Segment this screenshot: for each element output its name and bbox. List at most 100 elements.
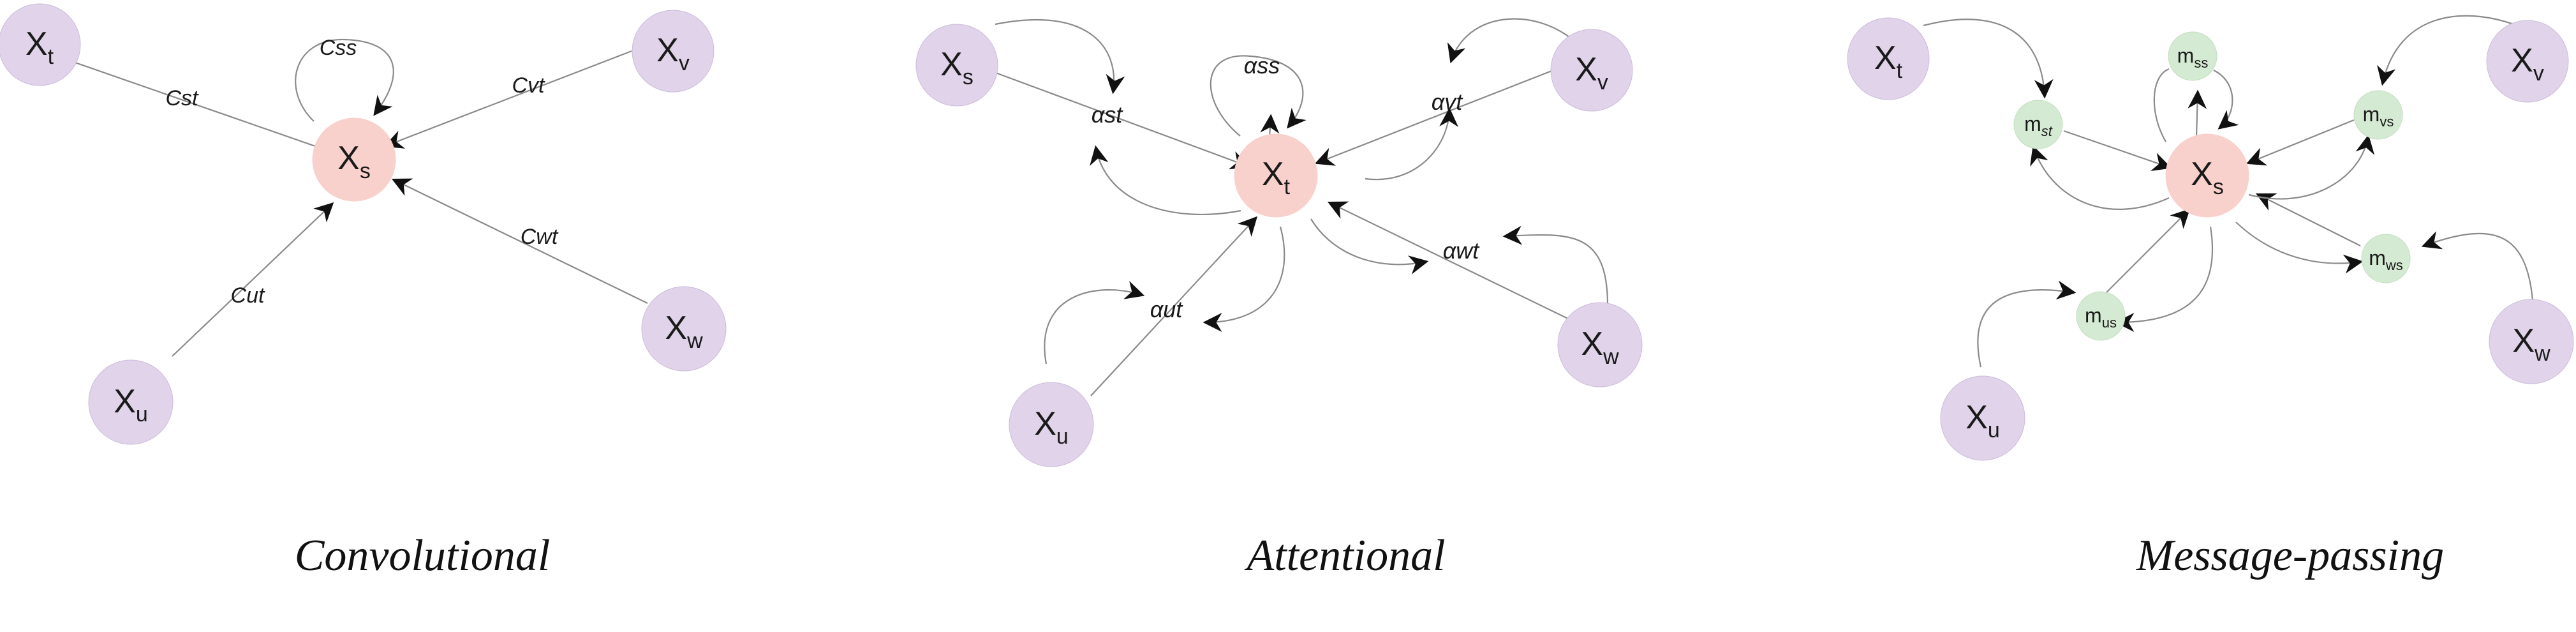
attn-edge-t-to-alpha-ut: [1203, 226, 1285, 332]
node-s-circle: [915, 24, 998, 107]
edge-mvs-to-s: [2246, 119, 2355, 166]
node-v-base: X: [2511, 42, 2533, 79]
node-v: Xv: [2486, 20, 2569, 103]
node-t-circle: [0, 3, 81, 86]
node-u-circle: [1940, 375, 2025, 461]
node-v-sub: v: [1597, 70, 1608, 94]
msg-edge-s-to-mvs: [2248, 134, 2375, 200]
node-u-base: X: [1965, 399, 1988, 436]
node-v: Xv: [632, 10, 714, 93]
message-node-ws: mws: [2361, 234, 2411, 283]
node-u-sub: u: [1988, 418, 2000, 442]
edge-label-s: αst: [1092, 102, 1124, 128]
svg-text:Xu: Xu: [1034, 405, 1069, 449]
msg-edge-v: [2377, 15, 2514, 86]
node-v-circle: [1550, 29, 1633, 112]
attn-edge-t-to-alpha-st: [1090, 145, 1241, 215]
edge-mws-to-s: [2255, 193, 2361, 246]
attn-edge-t-to-alpha-wt: [1310, 218, 1429, 275]
svg-text:mvs: mvs: [2363, 103, 2394, 130]
message-node-st-base: m: [2024, 112, 2041, 135]
edge-t-to-s: [71, 60, 335, 156]
caption-attentional: Attentional: [1244, 531, 1445, 580]
msg-edge-w: [2421, 231, 2534, 301]
message-node-us: mus: [2076, 291, 2126, 341]
node-w: Xw: [641, 286, 727, 372]
message-node-st-circle: [2013, 100, 2063, 149]
msg-edge-t: [1923, 19, 2054, 99]
node-u-base: X: [114, 383, 136, 420]
node-center-circle: [312, 117, 396, 202]
attn-edge-t-to-alpha-vt: [1365, 107, 1459, 181]
message-node-ws-sub: ws: [2385, 257, 2403, 273]
edge-s-to-t: [988, 69, 1250, 170]
svg-text:Xv: Xv: [656, 32, 690, 75]
node-u-base: X: [1034, 405, 1056, 442]
svg-text:Xv: Xv: [1575, 51, 1608, 94]
svg-text:Xt: Xt: [1262, 156, 1291, 199]
node-w-sub: w: [1603, 345, 1619, 369]
node-center-circle: [1234, 133, 1318, 218]
edge-u-to-t: [1090, 216, 1258, 396]
message-node-us-base: m: [2085, 304, 2102, 327]
edge-label-u: αut: [1150, 296, 1184, 322]
node-center-base: X: [2191, 156, 2213, 193]
message-node-us-circle: [2076, 291, 2126, 341]
node-u-circle: [88, 359, 174, 445]
node-u-sub: u: [1056, 425, 1069, 449]
svg-text:Xw: Xw: [665, 310, 703, 353]
edge-mus-to-s: [2105, 208, 2191, 294]
node-w: Xw: [2489, 299, 2574, 384]
msg-edge-self: [2153, 68, 2170, 142]
node-v-base: X: [1575, 51, 1597, 88]
msg-edge-s-to-mus: [2115, 226, 2214, 332]
node-t: Xt: [1847, 17, 1930, 100]
node-w-circle: [1557, 302, 1643, 387]
node-w-sub: w: [686, 329, 703, 353]
svg-text:Xu: Xu: [1965, 399, 2000, 442]
caption-message-passing: Message-passing: [2136, 531, 2444, 580]
attn-edge-s: [995, 19, 1125, 94]
node-w-circle: [641, 286, 727, 372]
svg-text:Xv: Xv: [2511, 42, 2544, 86]
attn-edge-v: [1447, 18, 1573, 64]
edge-label-self: αss: [1244, 52, 1280, 79]
message-node-ss: mss: [2168, 31, 2217, 81]
msg-edge-u: [1977, 280, 2076, 368]
svg-text:Xs: Xs: [940, 46, 973, 89]
edge-label-t: Cst: [166, 86, 200, 110]
attn-edge-t-to-alpha-ss: [1260, 114, 1280, 138]
node-center-sub: t: [1284, 175, 1291, 199]
edge-label-u: Cut: [231, 283, 265, 308]
node-center: Xs: [312, 117, 396, 202]
node-u-circle: [1009, 382, 1094, 467]
message-node-vs-circle: [2353, 90, 2403, 140]
attn-edge-self: [1210, 55, 1307, 137]
svg-text:mus: mus: [2085, 304, 2117, 331]
node-w-base: X: [665, 310, 687, 347]
node-v: Xv: [1550, 29, 1633, 112]
node-center-circle: [2165, 133, 2249, 218]
panel-convolutional: Css Cst Cvt Cut Cwt Xs Xt Xv Xu Xw Convo…: [0, 3, 727, 580]
message-node-st: mst: [2013, 100, 2063, 149]
attn-edge-u: [1044, 281, 1145, 365]
svg-text:Xw: Xw: [1581, 326, 1619, 369]
edge-u-to-s: [172, 202, 334, 357]
node-center-sub: s: [2213, 175, 2224, 199]
panel-attentional: αss αst αvt αut αwt Xt Xs Xv Xu Xw Atten…: [915, 18, 1643, 580]
node-s: Xs: [915, 24, 998, 107]
caption-convolutional: Convolutional: [295, 531, 551, 580]
svg-text:Xu: Xu: [114, 383, 148, 426]
msg-edge-s-to-mst: [2030, 145, 2170, 210]
node-w-base: X: [1581, 326, 1603, 363]
message-node-vs-sub: vs: [2380, 114, 2394, 130]
svg-text:Xs: Xs: [337, 140, 371, 183]
svg-text:Xs: Xs: [2191, 156, 2224, 199]
msg-edge-s-to-mws: [2235, 222, 2364, 274]
node-s-base: X: [940, 46, 963, 83]
node-v-circle: [632, 10, 714, 93]
node-center-sub: s: [360, 159, 371, 183]
msg-edge-s-to-mss: [2187, 89, 2207, 138]
node-s-sub: s: [963, 65, 973, 89]
message-node-st-sub: st: [2041, 123, 2053, 139]
